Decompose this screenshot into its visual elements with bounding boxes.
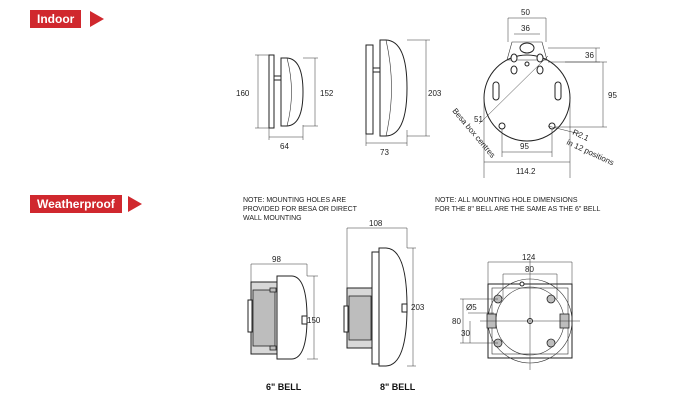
- dim-front-positions: in 12 positions: [565, 138, 615, 168]
- dim-box-hole: Ø5: [466, 303, 477, 312]
- dim-box-v1: 80: [452, 317, 461, 326]
- indoor-front-view: 50 36 36 95 95 114.2 51 Besa box centres…: [450, 8, 617, 178]
- dim-front-hole-span: 95: [520, 142, 529, 151]
- indoor-label-text: Indoor: [37, 12, 75, 26]
- dim-box-v2: 30: [461, 329, 470, 338]
- weatherproof-label-text: Weatherproof: [37, 197, 115, 211]
- bell-6-caption: 6" BELL: [266, 382, 302, 392]
- indoor-6-side-view: 160 152 64: [236, 54, 334, 151]
- dim-box-inner: 80: [525, 265, 534, 274]
- indoor-arrow-icon: [90, 11, 104, 27]
- bell-8-caption: 8" BELL: [380, 382, 416, 392]
- dim-front-inner: 36: [521, 24, 530, 33]
- hole-dimensions-note: NOTE: ALL MOUNTING HOLE DIMENSIONS FOR T…: [435, 197, 601, 213]
- dim-side8-depth: 73: [380, 148, 389, 157]
- dim-front-top: 50: [521, 8, 530, 17]
- weather-8-side-view: 108 203: [343, 219, 425, 367]
- weatherproof-section-label: Weatherproof: [30, 195, 122, 213]
- indoor-section-label: Indoor: [30, 10, 82, 28]
- weather-box-front-view: 124 80 Ø5 80 30: [452, 253, 580, 370]
- weather-6-side-view: 98 150: [247, 255, 321, 360]
- dim-side8-height: 203: [428, 89, 442, 98]
- weatherproof-arrow-icon: [128, 196, 142, 212]
- dim-box-width: 124: [522, 253, 536, 262]
- mounting-holes-note: NOTE: MOUNTING HOLES ARE PROVIDED FOR BE…: [243, 197, 357, 222]
- dim-w8-depth: 108: [369, 219, 383, 228]
- dim-front-height: 95: [608, 91, 617, 100]
- dim-side6-depth: 64: [280, 142, 289, 151]
- indoor-8-side-view: 203 73: [365, 39, 442, 157]
- dim-w8-height: 203: [411, 303, 425, 312]
- dim-w6-depth: 98: [272, 255, 281, 264]
- dim-side6-height: 160: [236, 89, 250, 98]
- dim-side6-bell: 152: [320, 89, 334, 98]
- dim-w6-height: 150: [307, 316, 321, 325]
- dim-front-overall: 114.2: [516, 167, 536, 176]
- dim-front-right: 36: [585, 51, 594, 60]
- dim-front-besa: 51: [474, 115, 483, 124]
